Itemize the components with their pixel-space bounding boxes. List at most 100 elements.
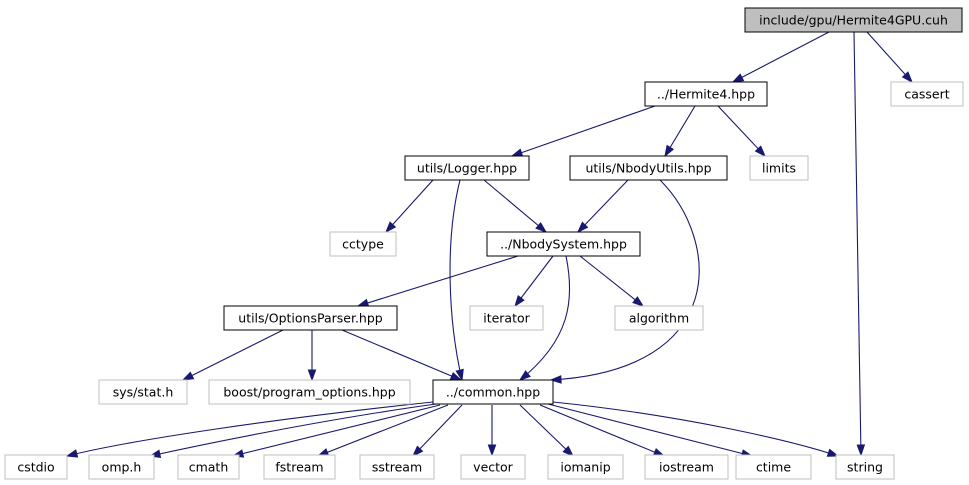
node-box — [4, 454, 68, 480]
edge-arrowhead — [549, 375, 562, 384]
edge-line — [577, 179, 629, 233]
edge-root-to-string — [853, 31, 866, 457]
node-box — [460, 454, 526, 480]
node-label: ctime — [756, 460, 791, 475]
edge-line — [483, 179, 547, 233]
node-box — [177, 454, 240, 480]
edge-arrowhead — [455, 368, 464, 382]
node-box — [547, 454, 624, 480]
nodes-layer: include/gpu/Hermite4GPU.cuh ../Hermite4.h… — [4, 7, 964, 480]
edge-common-to-ctime — [547, 403, 754, 458]
node-box — [890, 81, 964, 107]
node-omp: omp.h — [88, 454, 155, 480]
edge-line — [519, 404, 574, 457]
edge-common-to-omp — [148, 403, 437, 458]
node-label: fstream — [275, 460, 323, 475]
node-hermite4[interactable]: ../Hermite4.hpp — [644, 81, 768, 107]
edge-hermite4-to-limits — [717, 105, 767, 158]
node-box — [223, 305, 398, 331]
node-logger[interactable]: utils/Logger.hpp — [404, 155, 530, 181]
node-algorithm: algorithm — [614, 305, 704, 331]
node-box — [744, 7, 963, 33]
node-label: string — [847, 460, 883, 475]
node-box — [329, 231, 397, 257]
edge-arrowhead — [826, 448, 840, 457]
edge-arrowhead — [181, 371, 195, 381]
edge-line — [853, 31, 862, 456]
node-label: utils/NbodyUtils.hpp — [585, 161, 711, 176]
edge-logger-to-cctype — [385, 179, 434, 234]
edge-line — [511, 105, 656, 157]
edge-arrowhead — [731, 73, 745, 83]
edge-line — [232, 404, 441, 457]
node-sstream: sstream — [359, 454, 435, 480]
edge-nbodysystem-to-iterator — [514, 255, 554, 308]
node-box — [263, 454, 336, 480]
edge-common-to-string — [552, 401, 840, 457]
node-ctime: ctime — [735, 454, 812, 480]
edge-line — [357, 255, 519, 307]
node-box — [569, 155, 728, 181]
node-iterator: iterator — [469, 305, 544, 331]
edge-line — [412, 404, 463, 457]
edge-nbodysystem-to-optionsparser — [356, 255, 519, 307]
node-label: ../common.hpp — [446, 385, 540, 400]
edge-optionsparser-to-common — [341, 329, 463, 381]
edge-line — [732, 31, 830, 83]
edge-arrowhead — [385, 221, 397, 234]
node-boostpo: boost/program_options.hpp — [208, 379, 411, 405]
edge-common-to-vector — [487, 405, 497, 457]
node-limits: limits — [749, 155, 809, 181]
node-root[interactable]: include/gpu/Hermite4GPU.cuh — [744, 7, 963, 33]
edge-arrowhead — [356, 298, 370, 307]
edge-root-to-hermite4 — [731, 31, 830, 83]
node-label: omp.h — [102, 460, 142, 475]
edge-arrowhead — [514, 295, 525, 308]
node-box — [735, 454, 812, 480]
node-box — [208, 379, 411, 405]
node-box — [749, 155, 809, 181]
node-cassert: cassert — [890, 81, 964, 107]
node-label: iostream — [659, 460, 714, 475]
edge-arrowhead — [632, 296, 645, 307]
edge-optionsparser-to-boostpo — [307, 330, 317, 382]
node-iostream: iostream — [644, 454, 729, 480]
node-label: ../Hermite4.hpp — [657, 87, 755, 102]
edge-line — [182, 329, 284, 381]
edge-line — [866, 31, 913, 83]
node-common[interactable]: ../common.hpp — [432, 379, 554, 405]
node-cmath: cmath — [177, 454, 240, 480]
node-box — [644, 81, 768, 107]
node-box — [486, 231, 641, 257]
edge-arrowhead — [856, 444, 866, 457]
edge-line — [519, 255, 571, 381]
edge-nbodyutils-to-nbodysystem — [576, 179, 629, 234]
node-box — [835, 454, 895, 480]
node-box — [98, 379, 188, 405]
node-optionsparser[interactable]: utils/OptionsParser.hpp — [223, 305, 398, 331]
edge-line — [579, 255, 644, 307]
node-box — [614, 305, 704, 331]
node-label: limits — [762, 161, 796, 176]
node-label: cassert — [904, 87, 949, 102]
edge-line — [547, 403, 753, 457]
edge-arrowhead — [65, 449, 79, 458]
node-iomanip: iomanip — [547, 454, 624, 480]
node-nbodyutils[interactable]: utils/NbodyUtils.hpp — [569, 155, 728, 181]
node-label: algorithm — [629, 311, 689, 326]
edge-common-to-sstream — [411, 404, 463, 458]
edges-layer — [65, 31, 913, 458]
edge-arrowhead — [487, 444, 497, 457]
node-label: utils/OptionsParser.hpp — [238, 311, 383, 326]
node-string: string — [835, 454, 895, 480]
node-label: utils/Logger.hpp — [417, 161, 517, 176]
node-label: cmath — [189, 460, 229, 475]
edge-root-to-cassert — [866, 31, 913, 84]
node-nbodysystem[interactable]: ../NbodySystem.hpp — [486, 231, 641, 257]
edge-line — [449, 179, 463, 381]
node-sysstat: sys/stat.h — [98, 379, 188, 405]
node-label: vector — [473, 460, 514, 475]
node-cctype: cctype — [329, 231, 397, 257]
edge-logger-to-nbodysystem — [483, 179, 548, 233]
edge-line — [717, 105, 766, 157]
